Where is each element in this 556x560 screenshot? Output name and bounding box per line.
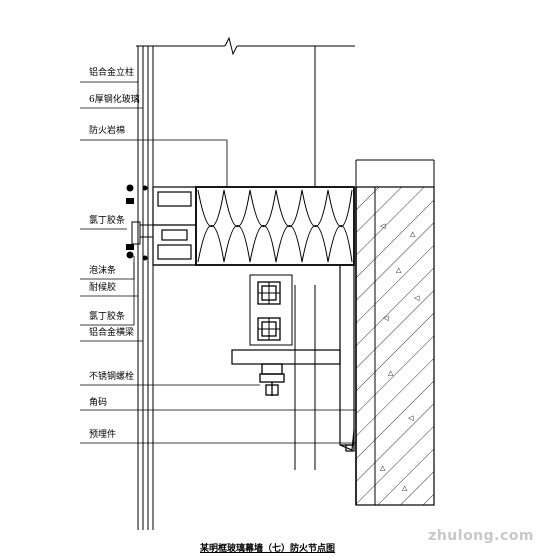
- svg-text:△: △: [410, 230, 416, 238]
- svg-text:△: △: [396, 266, 402, 274]
- bolt-assembly: [249, 274, 293, 396]
- svg-text:△: △: [402, 484, 408, 492]
- label-tempered-glass: 6厚钢化玻璃: [89, 95, 140, 105]
- watermark: zhulong.com: [428, 528, 534, 544]
- concrete-slab: ◁ △ ◁ △ △ ◁ △ ◁ △: [355, 159, 435, 506]
- svg-text:◁: ◁: [383, 314, 389, 322]
- svg-text:◁: ◁: [414, 294, 420, 302]
- aluminum-beam-profile: [152, 186, 197, 266]
- svg-text:△: △: [380, 464, 386, 472]
- mullion-and-glass-lines: [137, 46, 316, 530]
- label-foam-rod: 泡沫条: [89, 266, 117, 276]
- label-alu-column: 铝合金立柱: [89, 68, 135, 78]
- svg-text:◁: ◁: [408, 414, 414, 422]
- svg-text:◁: ◁: [380, 222, 386, 230]
- top-break-line: [136, 36, 355, 56]
- label-embedded-part: 预埋件: [89, 430, 117, 440]
- gaskets: [126, 184, 154, 261]
- rock-wool-box: [195, 186, 355, 266]
- label-stainless-bolt: 不锈钢螺栓: [89, 372, 135, 382]
- drawing-caption: 某明框玻璃幕墙（七）防火节点图: [200, 544, 336, 554]
- svg-text:△: △: [388, 369, 394, 377]
- steel-angle: [231, 264, 355, 452]
- leader-lines: [80, 81, 356, 444]
- label-angle-code: 角码: [89, 398, 108, 408]
- label-alu-beam: 铝合金横梁: [89, 328, 135, 338]
- label-sealant: 耐候胶: [89, 283, 117, 293]
- label-fire-rock-wool: 防火岩棉: [89, 126, 126, 136]
- label-chloroprene-strip-2: 氯丁胶条: [89, 312, 126, 322]
- label-chloroprene-strip-1: 氯丁胶条: [89, 216, 126, 226]
